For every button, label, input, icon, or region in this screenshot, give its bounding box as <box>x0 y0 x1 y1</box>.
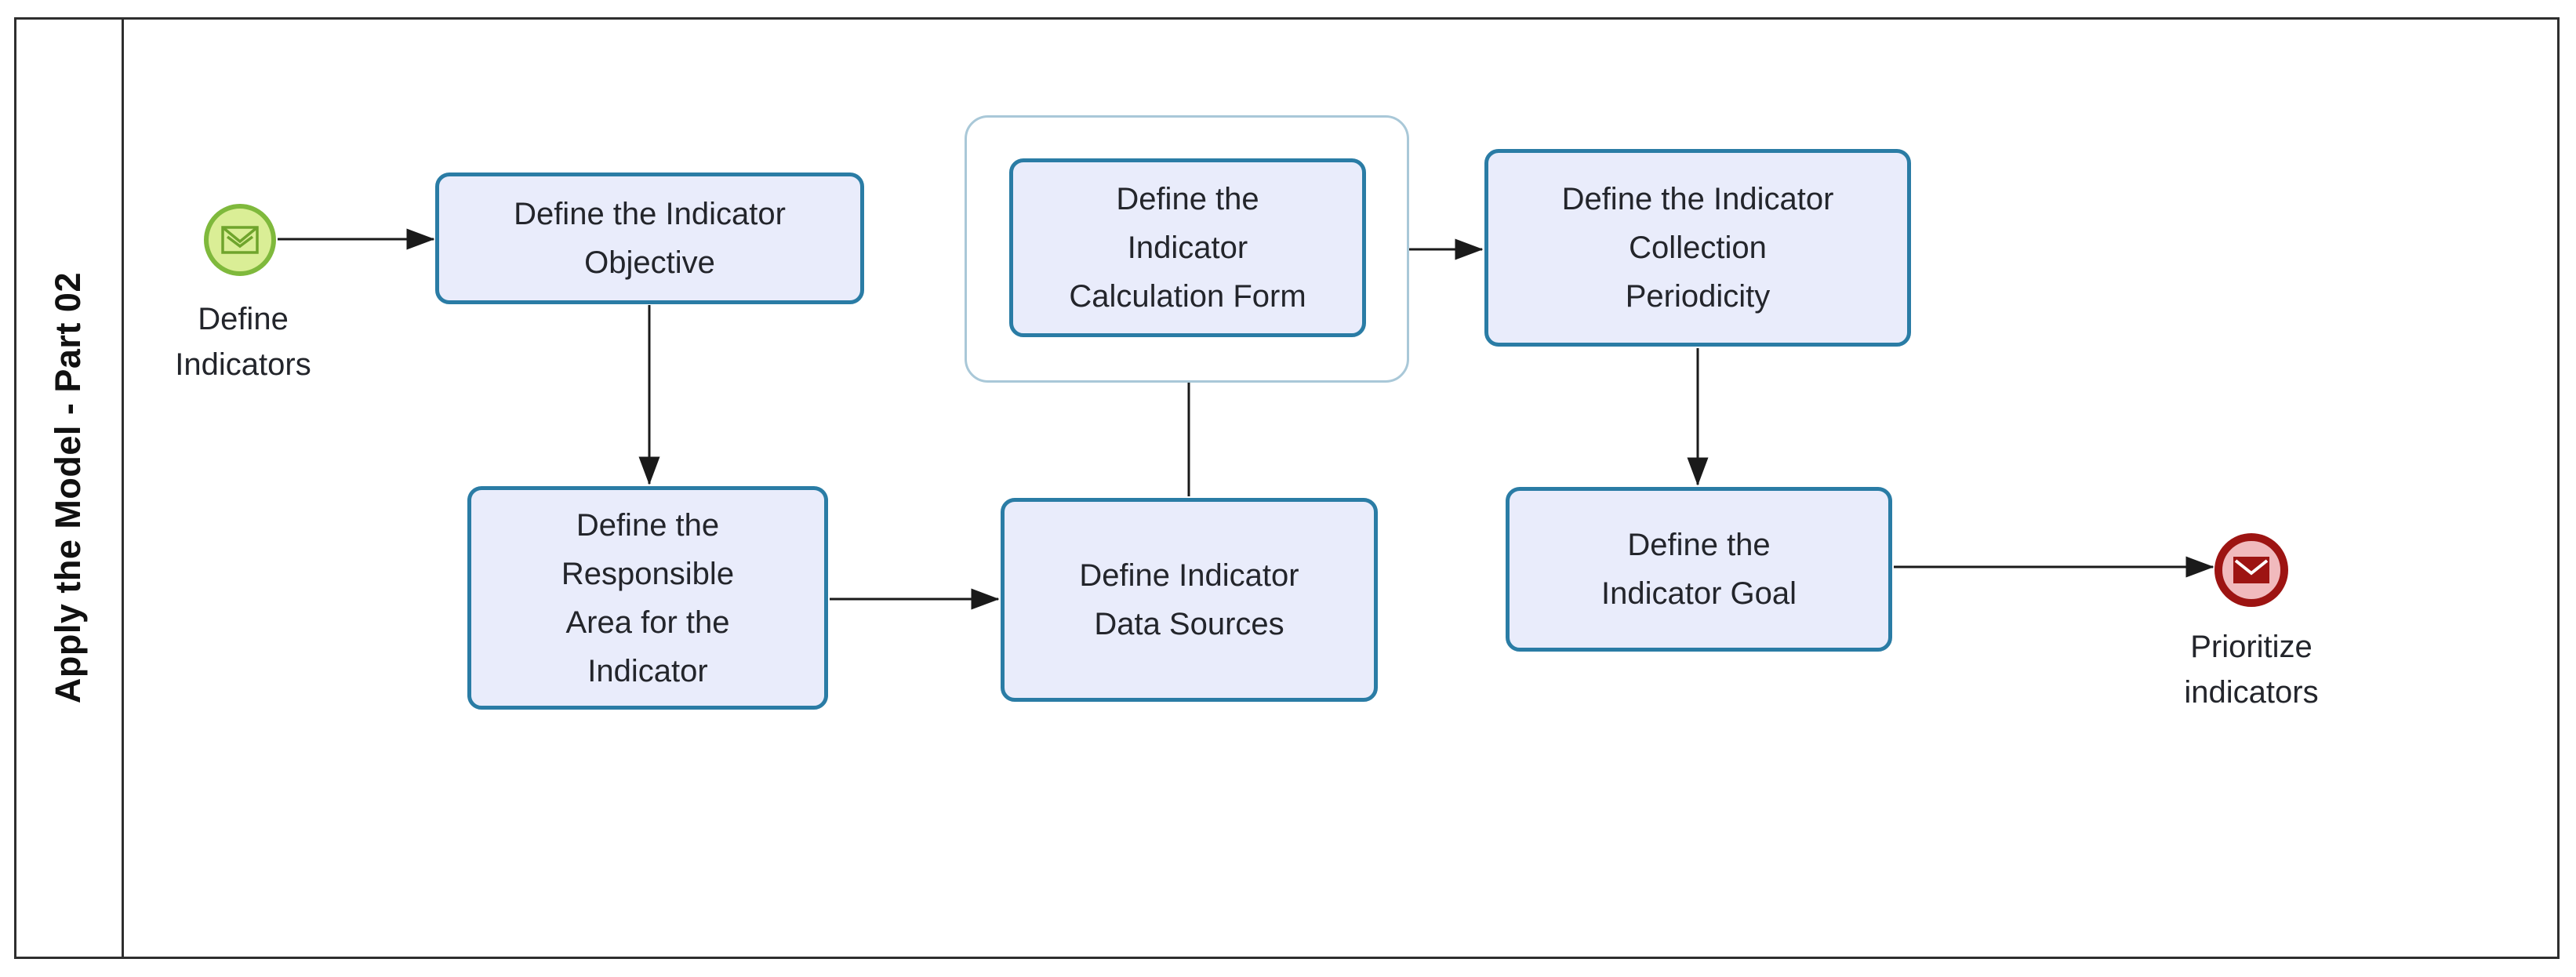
task-label: Define the Indicator Collection Periodic… <box>1561 182 1834 314</box>
task-define-responsible-area[interactable]: Define the Responsible Area for the Indi… <box>467 486 828 710</box>
message-envelope-icon <box>2233 557 2269 583</box>
start-event-label: Define Indicators <box>175 302 311 382</box>
message-envelope-icon <box>221 226 259 254</box>
task-label: Define Indicator Data Sources <box>1079 558 1299 641</box>
lane-header[interactable]: Apply the Model - Part 02 <box>14 17 124 959</box>
task-define-indicator-objective[interactable]: Define the Indicator Objective <box>435 173 864 304</box>
lane-title: Apply the Model - Part 02 <box>47 272 88 704</box>
task-label: Define the Responsible Area for the Indi… <box>561 507 735 688</box>
start-event-define-indicators[interactable] <box>204 204 276 276</box>
task-define-indicator-goal[interactable]: Define the Indicator Goal <box>1506 487 1892 652</box>
task-define-indicator-calculation-form[interactable]: Define the Indicator Calculation Form <box>1009 158 1366 337</box>
task-label: Define the Indicator Objective <box>514 197 786 280</box>
task-define-indicator-data-sources[interactable]: Define Indicator Data Sources <box>1001 498 1378 702</box>
task-define-collection-periodicity[interactable]: Define the Indicator Collection Periodic… <box>1484 149 1911 347</box>
end-event-label: Prioritize indicators <box>2184 630 2319 710</box>
task-label: Define the Indicator Goal <box>1600 528 1797 611</box>
end-event-prioritize-indicators[interactable] <box>2214 533 2288 607</box>
task-label: Define the Indicator Calculation Form <box>1069 182 1306 314</box>
